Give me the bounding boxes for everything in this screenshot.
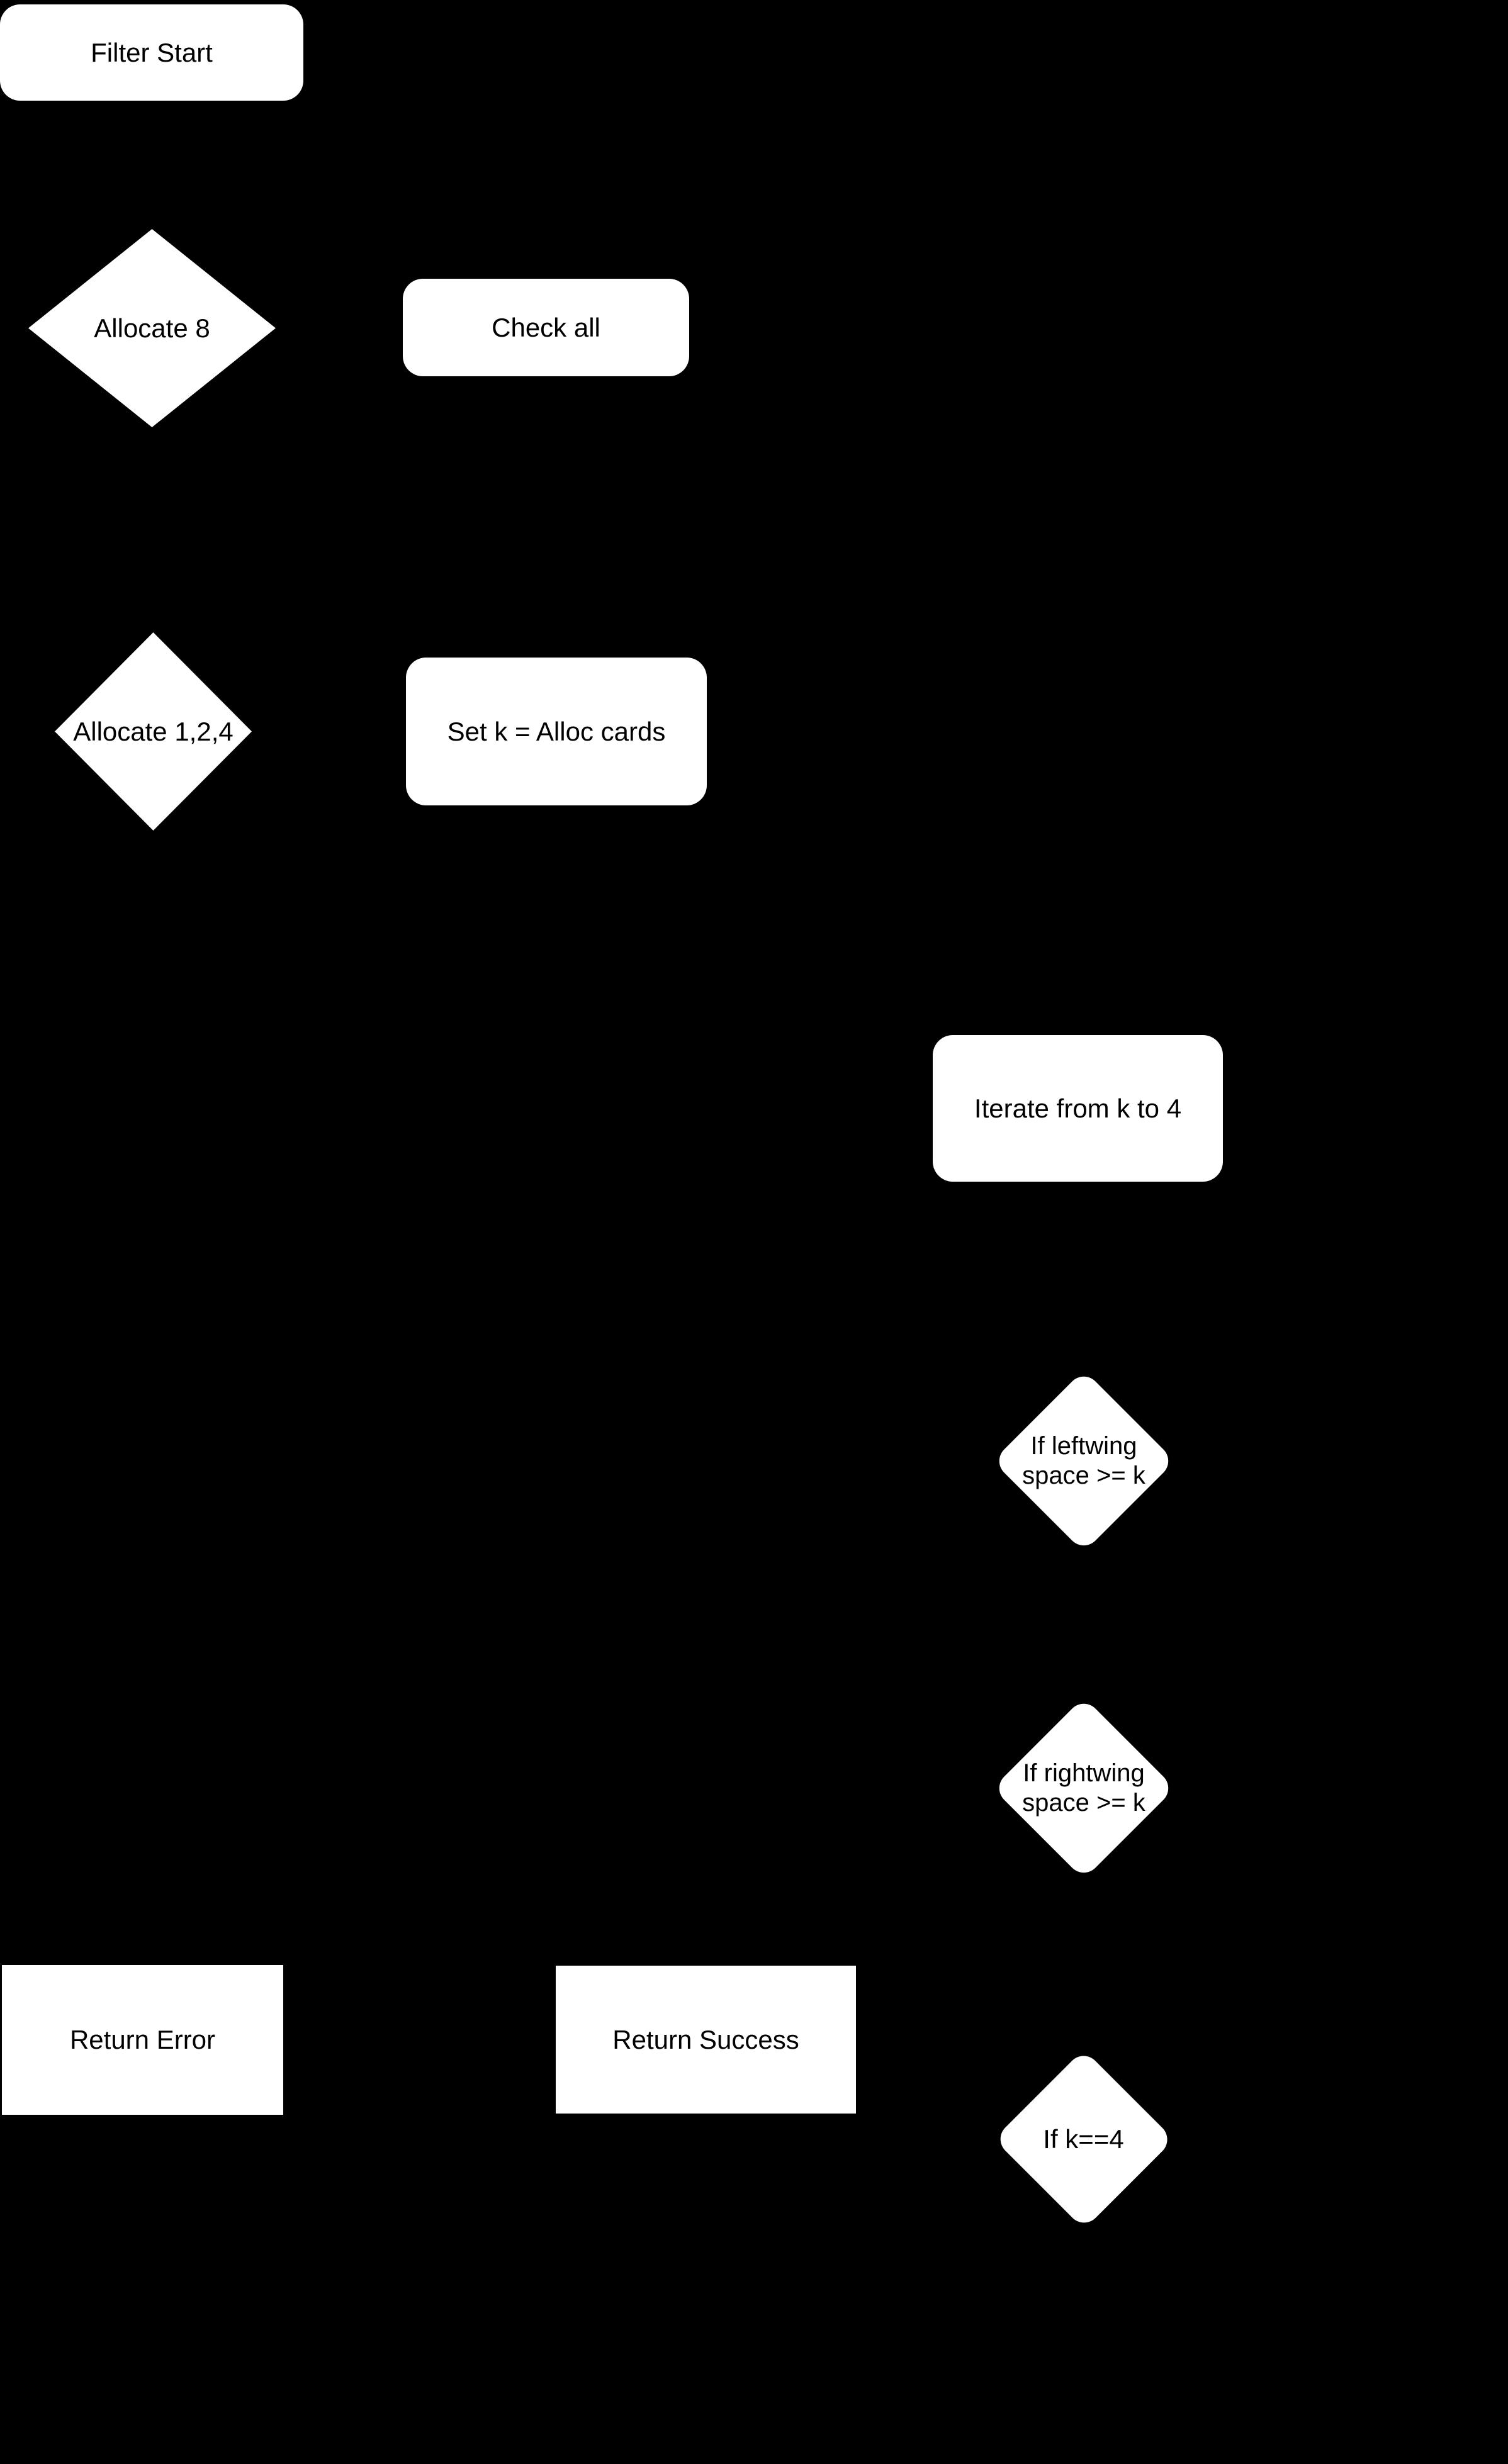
node-label-check-all: Check all — [492, 312, 600, 342]
flowchart-node-check-all[interactable]: Check all — [403, 279, 689, 376]
diamond-shape-if-rightwing-space — [993, 1697, 1175, 1879]
node-label-set-k-alloc-cards: Set k = Alloc cards — [447, 716, 666, 746]
diamond-shape-if-leftwing-space — [993, 1370, 1175, 1552]
node-label-return-error: Return Error — [69, 2025, 216, 2055]
flowchart-node-iterate-from-k-to-4[interactable]: Iterate from k to 4 — [933, 1035, 1223, 1182]
node-label-return-success: Return Success — [612, 2024, 799, 2054]
flowchart-node-if-leftwing-space[interactable]: If leftwing space >= k — [993, 1370, 1175, 1552]
flowchart-node-if-k-equals-4[interactable]: If k==4 — [993, 2049, 1174, 2230]
diamond-shape-allocate-124 — [55, 632, 252, 831]
flowchart-node-if-rightwing-space[interactable]: If rightwing space >= k — [993, 1697, 1175, 1879]
flowchart-node-set-k-alloc-cards[interactable]: Set k = Alloc cards — [406, 658, 707, 805]
flowchart-node-return-error[interactable]: Return Error — [2, 1965, 283, 2115]
diamond-shape-allocate-8 — [28, 229, 276, 427]
node-label-iterate-from-k-to-4: Iterate from k to 4 — [974, 1093, 1182, 1123]
node-label-filter-start: Filter Start — [91, 37, 213, 67]
diamond-shape-if-k-equals-4 — [993, 2049, 1174, 2230]
flowchart-node-filter-start[interactable]: Filter Start — [0, 4, 303, 101]
flowchart-node-return-success[interactable]: Return Success — [556, 1966, 856, 2114]
flowchart-node-allocate-124[interactable]: Allocate 1,2,4 — [55, 632, 252, 831]
flowchart-node-allocate-8[interactable]: Allocate 8 — [28, 229, 276, 427]
